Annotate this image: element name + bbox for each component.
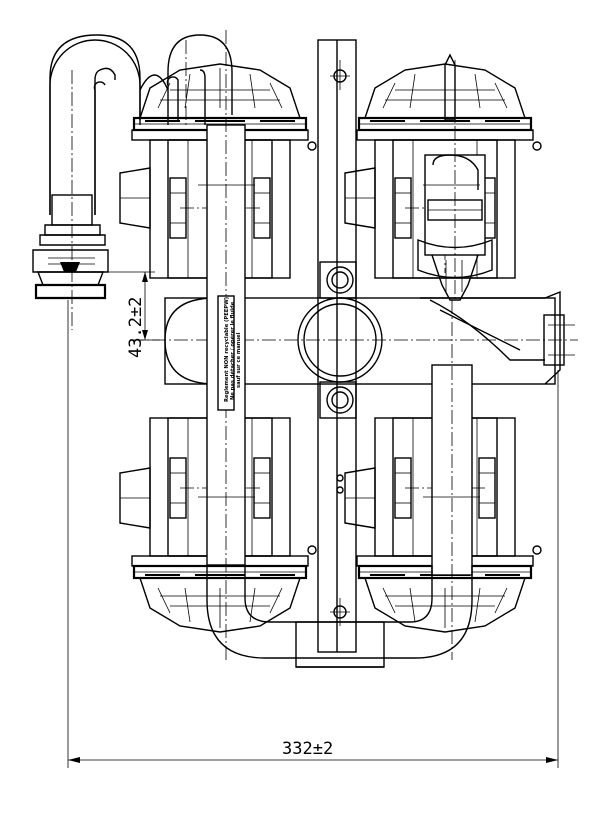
overall-width-label: 332±2	[282, 739, 333, 759]
inlet-flange	[32, 194, 109, 300]
right-vertical-pipe	[431, 300, 473, 660]
left-vertical-pipe	[206, 30, 246, 660]
outlet-check-valve	[417, 53, 493, 301]
overall-width-dimension: 332±2	[67, 300, 559, 768]
horizontal-manifold	[130, 290, 578, 385]
warning-label-line1: Reglement NON recyclable (PEEPW)	[224, 297, 230, 402]
offset-height-label: 43.2±2	[126, 297, 146, 358]
warning-label: Reglement NON recyclable (PEEPW) Ne pas …	[224, 297, 242, 402]
offset-height-dimension: 43.2±2	[105, 271, 160, 358]
warning-label-line2: Ne pas détacher / opérer le fluide	[229, 301, 236, 400]
bottom-u-pipe	[206, 565, 473, 668]
centre-marks	[198, 184, 480, 498]
center-frame	[317, 39, 357, 653]
warning-label-line3: sauf sur ce manuel	[236, 332, 242, 388]
top-u-pipe	[49, 34, 233, 330]
